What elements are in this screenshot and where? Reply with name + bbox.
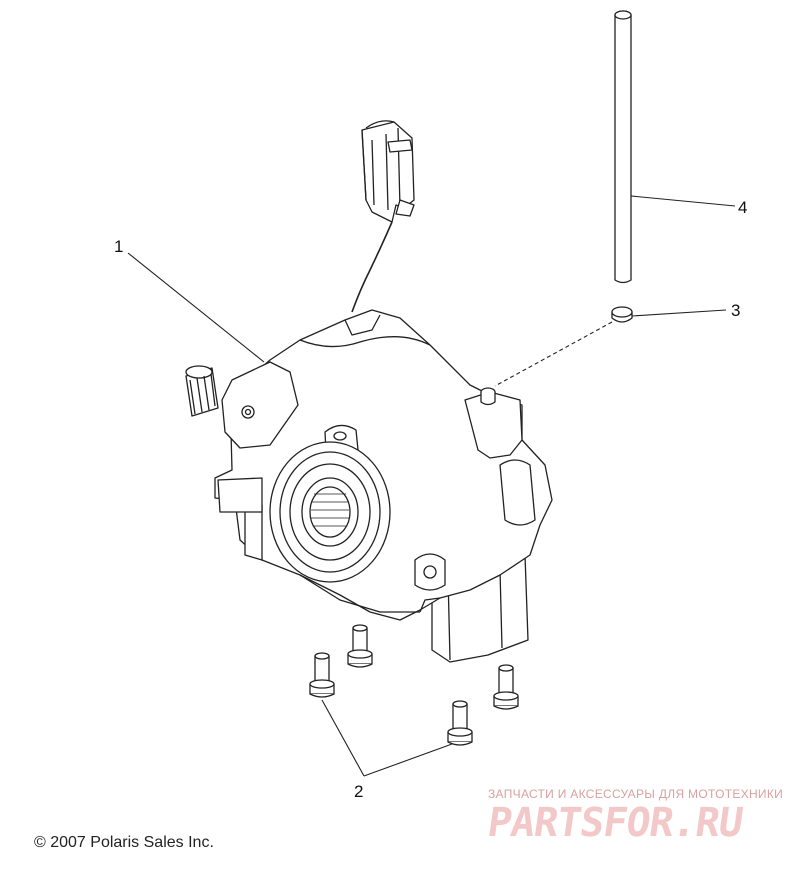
part-3-cap xyxy=(611,306,633,323)
part-2-bolt xyxy=(347,624,373,668)
part-2-bolt xyxy=(447,700,473,746)
leader-1 xyxy=(127,252,265,363)
leader-2b xyxy=(363,743,453,777)
part-2-bolt xyxy=(493,664,519,710)
callout-3: 3 xyxy=(731,301,740,320)
callout-4: 4 xyxy=(738,198,747,217)
copyright-notice: © 2007 Polaris Sales Inc. xyxy=(34,834,214,851)
callout-2: 2 xyxy=(354,782,363,801)
watermark-logo: PARTSFOR.RU xyxy=(484,800,746,846)
part-2-bolt xyxy=(309,652,335,698)
part-4-tube xyxy=(614,10,632,284)
gearcase-body xyxy=(185,309,553,663)
leader-4 xyxy=(630,195,736,207)
leader-3 xyxy=(631,309,727,317)
leader-2a xyxy=(321,699,365,777)
sensor-connector xyxy=(351,120,415,313)
leader-3-dashed xyxy=(494,321,613,387)
watermark-tagline: ЗАПЧАСТИ И АКСЕССУАРЫ ДЛЯ МОТОТЕХНИКИ xyxy=(488,787,784,801)
callout-1: 1 xyxy=(114,237,123,256)
